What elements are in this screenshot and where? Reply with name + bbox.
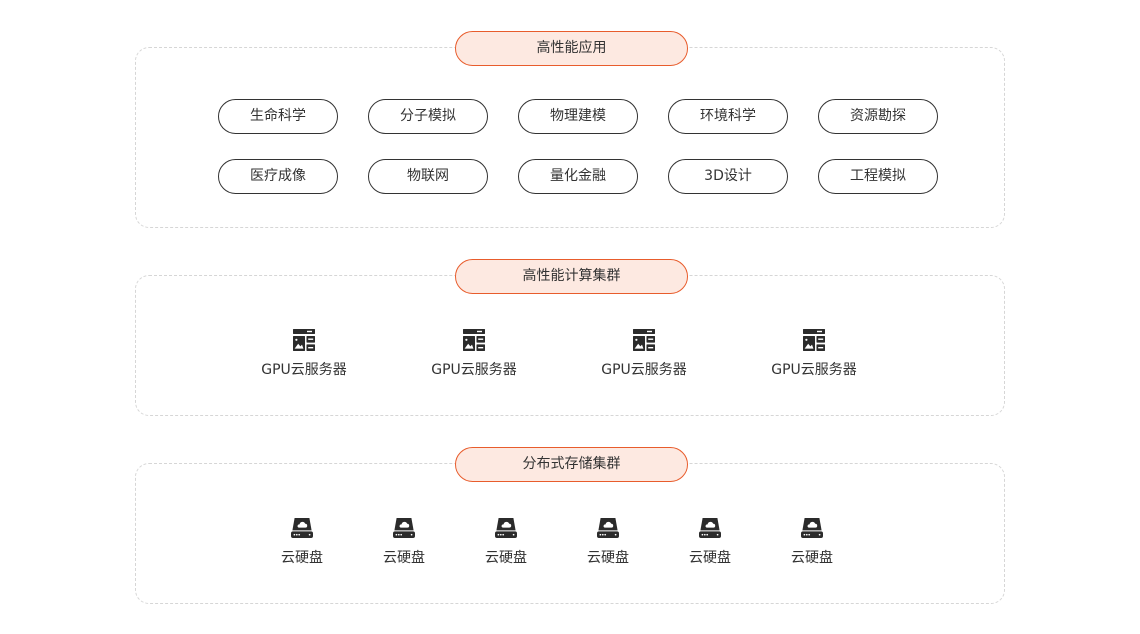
- gpu-server-label: GPU云服务器: [771, 362, 857, 378]
- cloud-disk-label: 云硬盘: [281, 550, 323, 566]
- gpu-server-node: GPU云服务器: [764, 328, 864, 379]
- cloud-disk-node: 云硬盘: [680, 516, 740, 567]
- cloud-disk-label: 云硬盘: [485, 550, 527, 566]
- apps-section-title: 高性能应用: [455, 31, 688, 66]
- cloud-disk-node: 云硬盘: [578, 516, 638, 567]
- gpu-server-label: GPU云服务器: [261, 362, 347, 378]
- app-pill-physics-modeling: 物理建模: [518, 99, 638, 134]
- storage-section-title: 分布式存储集群: [455, 447, 688, 482]
- app-pill-medical-imaging: 医疗成像: [218, 159, 338, 194]
- gpu-server-node: GPU云服务器: [424, 328, 524, 379]
- app-pill-quant-finance: 量化金融: [518, 159, 638, 194]
- app-pill-resource-exploration: 资源勘探: [818, 99, 938, 134]
- app-pill-molecular-simulation: 分子模拟: [368, 99, 488, 134]
- server-icon: [463, 329, 485, 351]
- app-pill-life-science: 生命科学: [218, 99, 338, 134]
- app-pill-environmental-science: 环境科学: [668, 99, 788, 134]
- cloud-disk-icon: [393, 518, 415, 538]
- cloud-disk-label: 云硬盘: [791, 550, 833, 566]
- app-pill-iot: 物联网: [368, 159, 488, 194]
- cloud-disk-icon: [699, 518, 721, 538]
- cloud-disk-icon: [495, 518, 517, 538]
- cloud-disk-icon: [801, 518, 823, 538]
- server-icon: [633, 329, 655, 351]
- cloud-disk-label: 云硬盘: [383, 550, 425, 566]
- cloud-disk-icon: [597, 518, 619, 538]
- compute-section: 高性能计算集群 GPU云服务器: [135, 259, 1005, 416]
- cloud-disk-node: 云硬盘: [782, 516, 842, 567]
- gpu-server-node: GPU云服务器: [594, 328, 694, 379]
- cloud-disk-label: 云硬盘: [587, 550, 629, 566]
- storage-section: 分布式存储集群 云硬盘: [135, 447, 1005, 604]
- gpu-server-label: GPU云服务器: [601, 362, 687, 378]
- apps-section: 高性能应用 生命科学 分子模拟 物理建模 环境科学 资源勘探 医疗成像 物联网 …: [135, 31, 1005, 228]
- cloud-disk-node: 云硬盘: [272, 516, 332, 567]
- storage-node-row: 云硬盘 云硬盘: [272, 516, 884, 567]
- server-icon: [293, 329, 315, 351]
- compute-section-title: 高性能计算集群: [455, 259, 688, 294]
- cloud-disk-label: 云硬盘: [689, 550, 731, 566]
- app-pill-3d-design: 3D设计: [668, 159, 788, 194]
- cloud-disk-icon: [291, 518, 313, 538]
- gpu-server-label: GPU云服务器: [431, 362, 517, 378]
- cloud-disk-node: 云硬盘: [374, 516, 434, 567]
- app-grid: 生命科学 分子模拟 物理建模 环境科学 资源勘探 医疗成像 物联网 量化金融 3…: [218, 99, 938, 194]
- server-icon: [803, 329, 825, 351]
- gpu-server-node: GPU云服务器: [254, 328, 354, 379]
- compute-node-row: GPU云服务器 GPU云服务器: [254, 328, 934, 379]
- cloud-disk-node: 云硬盘: [476, 516, 536, 567]
- app-pill-engineering-simulation: 工程模拟: [818, 159, 938, 194]
